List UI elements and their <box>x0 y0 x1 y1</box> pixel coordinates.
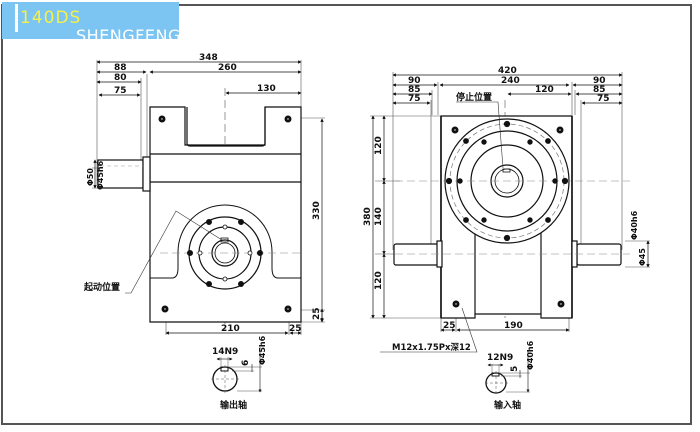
dim-140: 140 <box>374 207 384 226</box>
dim-380: 380 <box>363 207 373 226</box>
dim-phi45: Φ45 <box>638 248 647 266</box>
dim-85-right: 85 <box>593 85 606 95</box>
banner-accent <box>15 4 184 32</box>
output-shaft-diameter: Φ45h6 <box>258 335 267 365</box>
stop-position-leader <box>456 101 504 169</box>
dim-75-left: 75 <box>114 86 127 96</box>
output-key-width: 14N9 <box>212 347 238 357</box>
dim-348: 348 <box>199 53 218 63</box>
output-key-depth: 6 <box>241 360 251 366</box>
dim-420: 420 <box>498 66 517 76</box>
label-start-position: 起动位置 <box>83 281 120 293</box>
left-bolts <box>158 115 292 313</box>
dim-phi50: Φ50 <box>86 168 95 186</box>
dim-90-left: 90 <box>408 76 421 86</box>
input-shaft-caption: 输入轴 <box>494 399 521 411</box>
right-body <box>393 115 622 319</box>
right-view <box>370 72 650 353</box>
dim-phi45h6: Φ45h6 <box>96 160 105 190</box>
left-view-text: 348 88 80 75 260 130 330 25 210 25 Φ50 Φ… <box>83 53 322 334</box>
dim-260: 260 <box>218 63 237 73</box>
input-key-width: 12N9 <box>487 353 513 363</box>
dim-330: 330 <box>312 201 322 220</box>
dim-130: 130 <box>257 84 276 94</box>
brand-name: SHENGFENG <box>76 26 181 45</box>
dim-25-bottom-right: 25 <box>443 321 456 331</box>
dim-120-top: 120 <box>535 85 554 95</box>
left-view <box>92 60 325 335</box>
right-view-text: 420 90 85 75 240 120 90 85 75 停止位置 380 1… <box>363 66 647 353</box>
output-shaft-detail: 14N9 6 Φ45h6 输出轴 <box>211 335 267 411</box>
dim-240: 240 <box>501 76 520 86</box>
input-key-depth: 5 <box>510 366 520 372</box>
model-number: 140DS <box>20 8 82 28</box>
dim-75-left: 75 <box>408 94 421 104</box>
dim-phi40h6: Φ40h6 <box>630 210 639 240</box>
drawing-frame <box>1 4 692 425</box>
dim-85-left: 85 <box>408 85 421 95</box>
dim-25-right: 25 <box>312 307 322 320</box>
input-shaft-diameter: Φ40h6 <box>526 340 535 370</box>
dim-190: 190 <box>504 321 523 331</box>
dim-75-right: 75 <box>597 94 610 104</box>
dim-80: 80 <box>114 73 127 83</box>
right-bolts <box>445 120 569 308</box>
thread-leader <box>380 307 478 353</box>
dim-120-upper: 120 <box>374 136 384 155</box>
label-thread-spec: M12x1.75Px深12 <box>392 342 471 353</box>
start-position-leader <box>125 210 223 294</box>
right-centerlines <box>395 180 630 255</box>
dim-25-bottom: 25 <box>289 324 302 334</box>
dim-90-right: 90 <box>593 76 606 86</box>
dim-210: 210 <box>221 324 240 334</box>
label-stop-position: 停止位置 <box>456 91 492 103</box>
title-banner: 140DS SHENGFENG <box>2 2 180 45</box>
output-shaft-caption: 输出轴 <box>220 399 247 411</box>
input-shaft-detail: 12N9 5 Φ40h6 输入轴 <box>485 340 535 411</box>
left-dimension-lines <box>93 60 324 335</box>
left-body <box>97 106 302 323</box>
right-dimension-lines <box>371 73 650 332</box>
dim-120-lower: 120 <box>374 271 384 290</box>
dim-88: 88 <box>114 63 127 73</box>
